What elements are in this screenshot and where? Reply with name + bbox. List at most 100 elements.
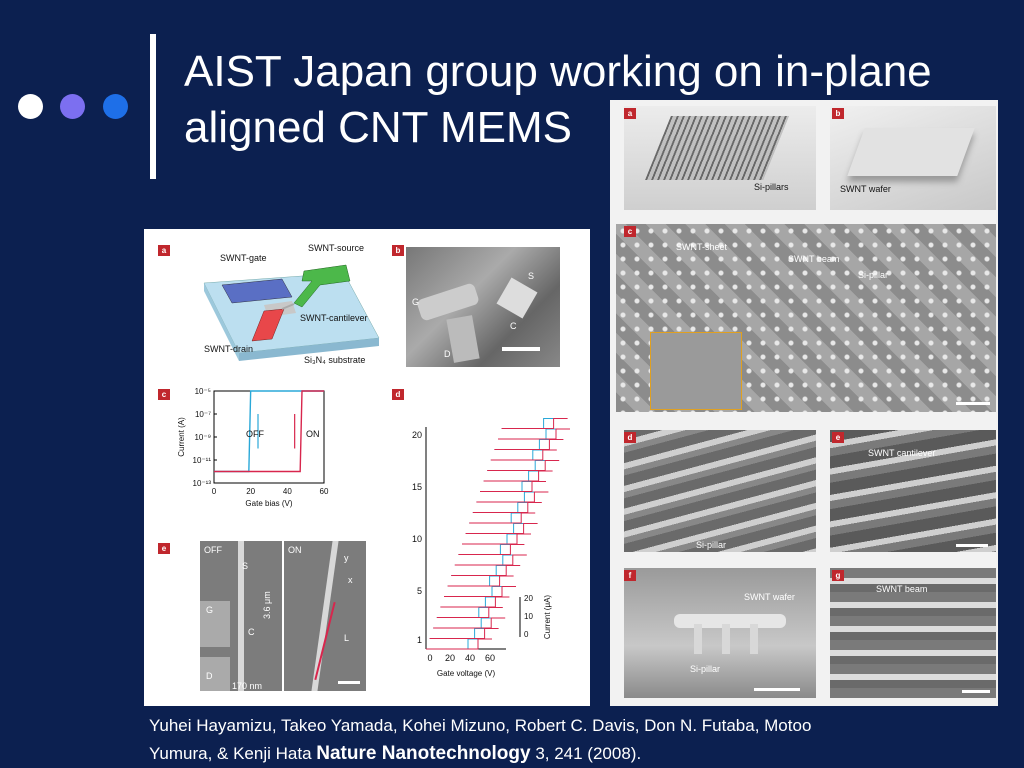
stack-xtick-label: 60 — [485, 653, 495, 663]
stack-trace-cyan — [440, 596, 504, 608]
stack-trace-cyan — [480, 481, 540, 492]
panel-e-label-r: e — [832, 432, 844, 443]
stack-trace-cyan — [494, 439, 558, 450]
bullet-dot-blue — [103, 94, 128, 119]
panel-b-label-r: b — [832, 108, 844, 119]
bullet-dot-lavender — [60, 94, 85, 119]
panel-e-sem-off — [200, 541, 282, 691]
iv-xtick-label: 20 — [246, 487, 255, 496]
citation: Yuhei Hayamizu, Takeo Yamada, Kohei Mizu… — [149, 712, 811, 768]
stack-ytick-label: 1 — [417, 635, 422, 645]
label-swnt-wafer-b: SWNT wafer — [840, 184, 891, 194]
iv-xtick-label: 60 — [320, 487, 329, 496]
panel-b-s: S — [528, 271, 535, 281]
panel-e-sem-on — [284, 541, 366, 691]
citation-line-1: Yuhei Hayamizu, Takeo Yamada, Kohei Mizu… — [149, 716, 812, 735]
stack-trace-red — [426, 638, 492, 650]
stack-trace-red — [454, 554, 527, 566]
iv-off-label: OFF — [246, 429, 264, 439]
label-si-pillar-f: Si-pillar — [690, 664, 721, 674]
stack-trace-cyan — [465, 523, 532, 534]
iv-xlabel: Gate bias (V) — [245, 499, 292, 508]
label-swnt-sheet: SWNT-sheet — [676, 242, 728, 252]
stack-trace-red — [487, 460, 560, 471]
iv-xtick-label: 40 — [283, 487, 292, 496]
panel-e-label: e — [158, 543, 170, 554]
panel-c-sem — [616, 224, 996, 412]
stack-trace-red — [494, 439, 564, 450]
panel-f-sem — [624, 568, 816, 698]
iv-ytick-label: 10⁻¹¹ — [193, 456, 212, 465]
stack-trace-red — [436, 607, 503, 618]
panel-d-label: d — [392, 389, 404, 400]
stack-trace-cyan — [451, 565, 515, 576]
panel-e-c: C — [248, 627, 255, 637]
stack-trace-cyan — [458, 544, 519, 555]
stack-xtick-label: 0 — [427, 653, 432, 663]
panel-e-sem-r — [830, 430, 996, 552]
panel-b-sem — [406, 247, 560, 367]
stack-xtick-label: 20 — [445, 653, 455, 663]
stack-trace-cyan — [472, 502, 536, 513]
stack-trace-cyan — [469, 512, 530, 524]
panel-e-y: y — [344, 553, 349, 563]
inset-tick-label: 0 — [524, 630, 529, 639]
stack-trace-red — [462, 533, 531, 545]
label-swnt-cantilever: SWNT-cantilever — [300, 313, 368, 323]
stack-trace-red — [440, 596, 510, 608]
stack-trace-cyan — [483, 470, 547, 482]
bullet-dot-white — [18, 94, 43, 119]
title-line-2: aligned CNT MEMS — [184, 103, 572, 152]
label-si-pillar-c: Si-pillar — [858, 270, 889, 280]
label-swnt-gate: SWNT-gate — [220, 253, 267, 263]
stack-trace-cyan — [501, 418, 562, 429]
iv-on-label: ON — [306, 429, 320, 439]
stack-trace-cyan — [487, 460, 554, 471]
label-si-pillar-d: Si-pillar — [696, 540, 727, 550]
panel-f-label-r: f — [624, 570, 636, 581]
stack-trace-cyan — [462, 533, 525, 545]
iv-ylabel: Current (A) — [177, 417, 186, 457]
stack-trace-cyan — [447, 575, 508, 587]
iv-ytick-label: 10⁻⁵ — [195, 387, 211, 396]
citation-volume: 3, 241 (2008). — [535, 744, 642, 763]
stack-trace-red — [498, 428, 570, 440]
citation-line-2: Yumura, & Kenji Hata Nature Nanotechnolo… — [149, 740, 811, 768]
label-swnt-beam-g: SWNT beam — [876, 584, 928, 594]
stack-trace-red — [465, 523, 538, 534]
stack-trace-cyan — [436, 607, 499, 618]
panel-a-photo — [624, 106, 816, 210]
inset-tick-label: 10 — [524, 612, 533, 621]
panel-e-l: L — [344, 633, 350, 643]
stack-ytick-label: 15 — [412, 482, 422, 492]
stack-xlabel: Gate voltage (V) — [437, 669, 496, 678]
panel-g-label-r: g — [832, 570, 844, 581]
panel-a-label: a — [158, 245, 170, 256]
label-swnt-beam-c: SWNT beam — [788, 254, 840, 264]
stack-trace-red — [444, 586, 516, 597]
panel-a-label-r: a — [624, 108, 636, 119]
citation-journal: Nature Nanotechnology — [316, 743, 531, 764]
panel-d-label-r: d — [624, 432, 636, 443]
panel-e-x: x — [348, 575, 353, 585]
stack-trace-cyan — [498, 428, 564, 440]
panel-e-on: ON — [288, 545, 302, 555]
stack-trace-red — [451, 565, 521, 576]
stack-trace-cyan — [454, 554, 521, 566]
iv-ytick-label: 10⁻⁹ — [194, 433, 211, 442]
device-schematic — [203, 264, 380, 361]
panel-g-sem — [830, 568, 996, 698]
right-figure: a Si-pillars b SWNT wafer c SWNT-sheet S… — [610, 100, 998, 706]
iv-xtick-label: 0 — [212, 487, 217, 496]
stack-trace-cyan — [490, 449, 551, 461]
panel-b-label: b — [392, 245, 404, 256]
stack-trace-red — [447, 575, 514, 587]
label-swnt-cantilever-e: SWNT cantilever — [868, 448, 936, 458]
stack-trace-red — [458, 544, 525, 555]
left-figure: a SWNT-gate SWNT-source SWNT-cantilever … — [144, 229, 590, 706]
label-swnt-drain: SWNT-drain — [204, 344, 254, 354]
stack-xtick-label: 40 — [465, 653, 475, 663]
